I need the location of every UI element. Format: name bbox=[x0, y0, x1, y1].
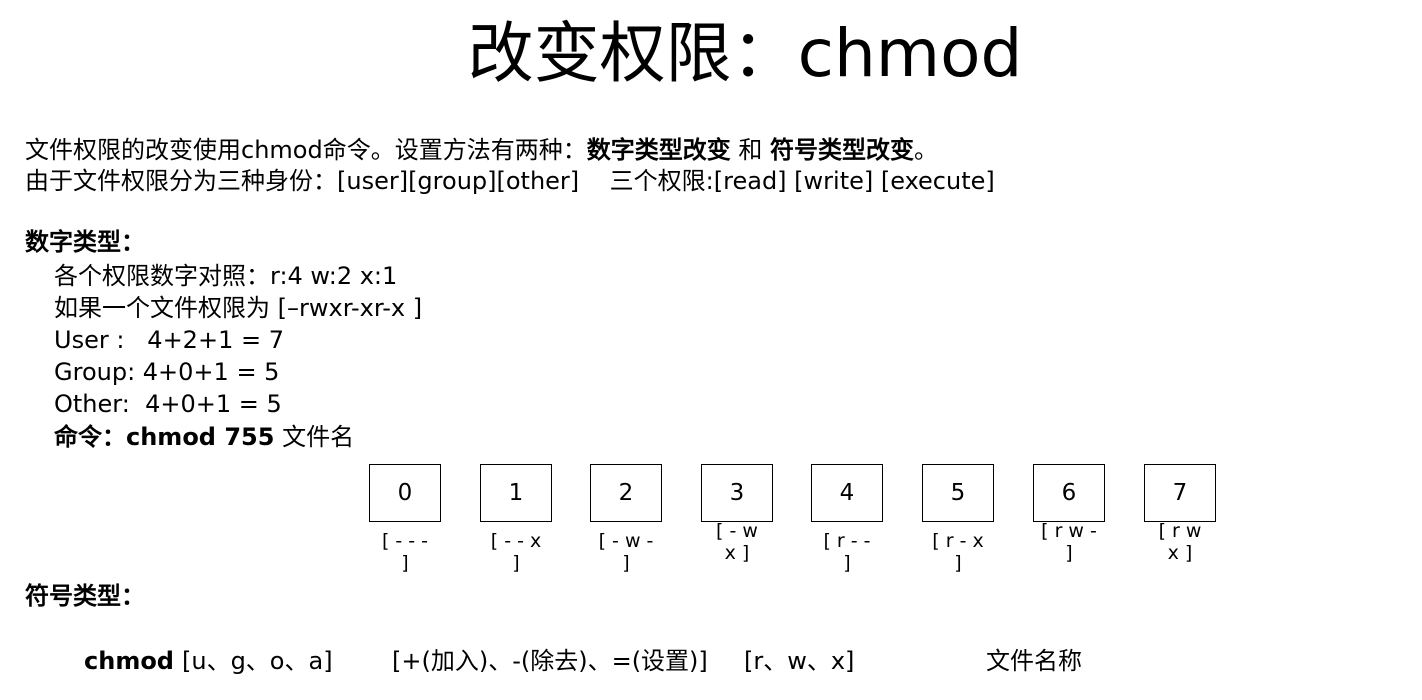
permission-label: [ r - x ] bbox=[932, 530, 984, 574]
permission-label: [ - - x ] bbox=[490, 530, 542, 574]
symbolic-ops: [+(加入)、-(除去)、=(设置)] bbox=[392, 647, 708, 675]
permission-table: 0 [ - - - ] 1 [ - - x ] 2 [ - w - ] 3 [ … bbox=[369, 464, 1219, 574]
numeric-type-label: 数字类型改变 bbox=[586, 136, 731, 164]
permission-cell: 3 [ - w x ] bbox=[701, 464, 773, 564]
permission-cell: 5 [ r - x ] bbox=[922, 464, 994, 574]
permission-cell: 7 [ r w x ] bbox=[1144, 464, 1216, 564]
digit-box: 1 bbox=[480, 464, 552, 522]
numeric-line: Other: 4+0+1 = 5 bbox=[54, 390, 282, 418]
permission-label: [ r w - ] bbox=[1041, 520, 1097, 564]
symbolic-command: chmod bbox=[84, 647, 174, 675]
digit-box: 7 bbox=[1144, 464, 1216, 522]
digit-box: 6 bbox=[1033, 464, 1105, 522]
permission-cell: 4 [ r - - ] bbox=[811, 464, 883, 574]
digit-box: 4 bbox=[811, 464, 883, 522]
symbolic-heading: 符号类型： bbox=[25, 582, 145, 610]
permission-cell: 0 [ - - - ] bbox=[369, 464, 441, 574]
symbolic-target: 文件名称 bbox=[986, 647, 1082, 675]
intro-line-1: 文件权限的改变使用chmod命令。设置方法有两种：数字类型改变 和 符号类型改变… bbox=[25, 134, 938, 166]
symbolic-perms: [r、w、x] bbox=[744, 647, 855, 675]
digit-box: 2 bbox=[590, 464, 662, 522]
permission-label: [ - w - ] bbox=[598, 530, 654, 574]
page-title: 改变权限：chmod bbox=[467, 15, 1023, 92]
numeric-command: 命令：chmod 755 文件名 bbox=[54, 421, 354, 453]
intro-text: 文件权限的改变使用chmod命令。设置方法有两种： bbox=[25, 136, 587, 164]
numeric-line: User : 4+2+1 = 7 bbox=[54, 326, 284, 354]
permission-cell: 2 [ - w - ] bbox=[590, 464, 662, 574]
permission-cell: 1 [ - - x ] bbox=[480, 464, 552, 574]
permission-label: [ r w x ] bbox=[1158, 520, 1202, 564]
numeric-line: 各个权限数字对照：r:4 w:2 x:1 bbox=[54, 262, 398, 290]
permission-cell: 6 [ r w - ] bbox=[1033, 464, 1105, 564]
intro-suffix: 。 bbox=[913, 136, 938, 164]
digit-box: 3 bbox=[701, 464, 773, 522]
digit-box: 0 bbox=[369, 464, 441, 522]
and-text: 和 bbox=[730, 136, 770, 164]
intro-line-2: 由于文件权限分为三种身份：[user][group][other] 三个权限:[… bbox=[25, 167, 995, 195]
numeric-line: 如果一个文件权限为 [–rwxr-xr-x ] bbox=[54, 294, 423, 322]
symbolic-type-label: 符号类型改变 bbox=[769, 136, 914, 164]
symbolic-who: [u、g、o、a] bbox=[182, 647, 333, 675]
command-text: 命令：chmod 755 bbox=[54, 423, 275, 451]
digit-box: 5 bbox=[922, 464, 994, 522]
command-filename: 文件名 bbox=[274, 423, 355, 451]
permission-label: [ - w x ] bbox=[716, 520, 758, 564]
permission-label: [ - - - ] bbox=[381, 530, 429, 574]
numeric-line: Group: 4+0+1 = 5 bbox=[54, 358, 280, 386]
numeric-heading: 数字类型： bbox=[25, 228, 145, 256]
permission-label: [ r - - ] bbox=[823, 530, 871, 574]
